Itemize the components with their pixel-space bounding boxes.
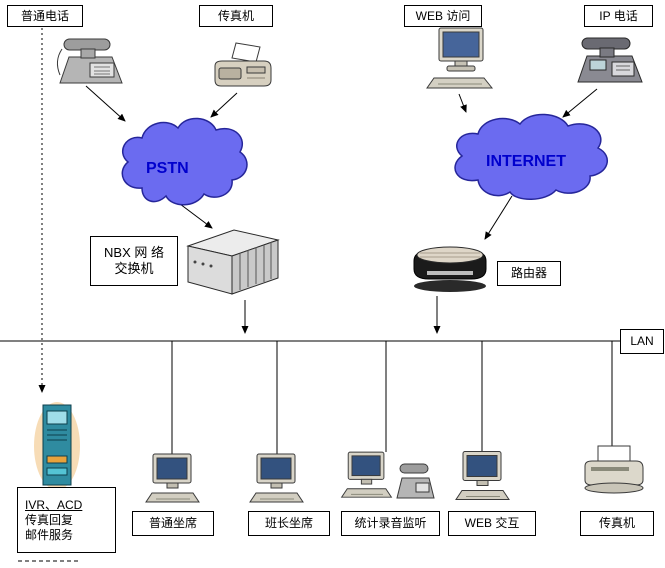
fax-machine-top-label: 传真机 <box>199 5 273 27</box>
nbx-label-line2: 交换机 <box>114 261 154 276</box>
ordinary-agent-workstation-icon <box>145 453 200 503</box>
lan-text: LAN <box>630 334 654 348</box>
web-interaction-workstation-icon <box>455 451 510 500</box>
supervisor-agent-label: 班长坐席 <box>248 511 330 536</box>
pstn-cloud-label: PSTN <box>146 160 189 177</box>
fax-top-text: 传真机 <box>217 8 254 23</box>
ip-phone-text: IP 电话 <box>599 8 638 23</box>
router-icon <box>413 246 487 292</box>
ordinary-agent-text: 普通坐席 <box>148 516 197 530</box>
stats-monitor-label: 统计录音监听 <box>341 511 440 536</box>
fax-machine-bottom-icon <box>584 445 644 494</box>
internet-cloud-label: INTERNET <box>486 153 566 170</box>
internet-cloud: INTERNET <box>454 113 608 200</box>
web-access-label: WEB 访问 <box>404 5 482 27</box>
pstn-cloud-shape <box>121 117 248 206</box>
ivr-label-line2: 传真回复 <box>25 512 74 527</box>
ip-phone-label: IP 电话 <box>584 5 653 27</box>
supervisor-agent-text: 班长坐席 <box>264 516 313 530</box>
ivr-label-line3: 邮件服务 <box>25 527 74 542</box>
ordinary-phone-text: 普通电话 <box>20 8 69 23</box>
internet-cloud-shape <box>454 113 608 200</box>
ordinary-phone-label: 普通电话 <box>7 5 83 27</box>
web-interaction-label: WEB 交互 <box>448 511 536 536</box>
web-access-text: WEB 访问 <box>415 8 471 23</box>
fax-bottom-text: 传真机 <box>598 516 635 530</box>
ivr-services-label: IVR、ACD 传真回复 邮件服务 <box>17 487 116 553</box>
stats-monitor-phone-icon <box>396 463 435 499</box>
nbx-label-line1: NBX 网 络 <box>104 244 164 260</box>
nbx-switch-label: NBX 网 络 交换机 <box>90 236 178 286</box>
ordinary-phone-icon <box>56 38 123 84</box>
router-text: 路由器 <box>510 266 547 280</box>
fax-machine-bottom-label: 传真机 <box>580 511 654 536</box>
fax-machine-top-icon <box>214 42 272 87</box>
ivr-label-line1: IVR、ACD <box>25 497 83 512</box>
web-interaction-text: WEB 交互 <box>464 516 520 530</box>
lan-label: LAN <box>620 329 664 354</box>
stats-monitor-workstation-icon <box>340 451 393 498</box>
nbx-switch-icon <box>186 229 280 295</box>
supervisor-agent-workstation-icon <box>249 453 304 503</box>
ordinary-agent-label: 普通坐席 <box>132 511 214 536</box>
ivr-server-icon <box>34 402 80 490</box>
web-access-computer-icon <box>426 27 494 89</box>
pstn-cloud: PSTN <box>121 117 248 206</box>
ip-phone-icon <box>577 37 643 83</box>
router-label: 路由器 <box>497 261 561 286</box>
stats-monitor-text: 统计录音监听 <box>354 516 427 530</box>
